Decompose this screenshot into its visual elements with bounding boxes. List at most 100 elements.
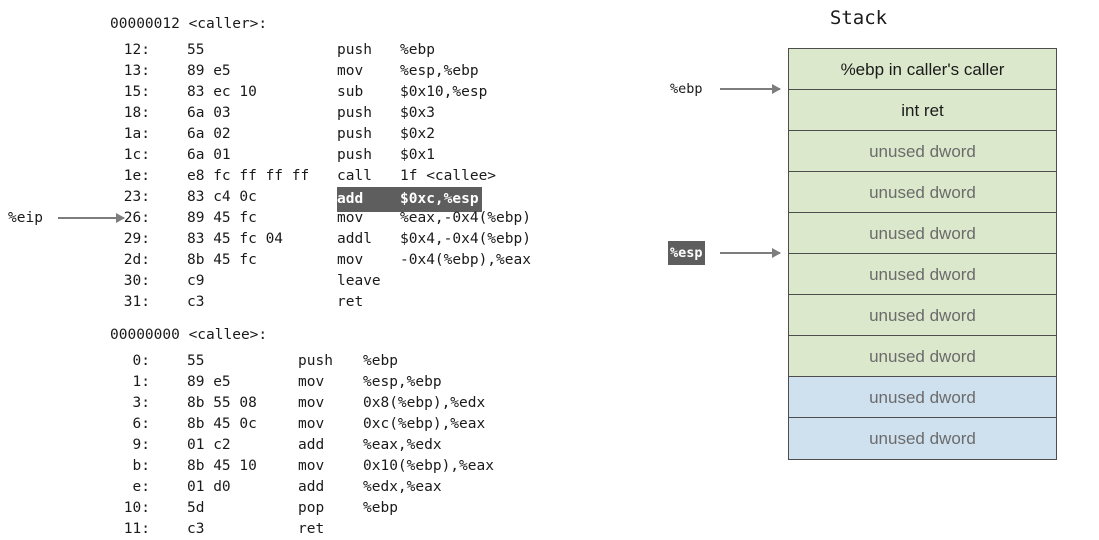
asm-address: 15: <box>123 84 150 100</box>
asm-bytes: c3 <box>187 294 205 310</box>
asm-address: 29: <box>123 231 150 247</box>
stack-cell-label: unused dword <box>869 142 976 161</box>
asm-operands: -0x4(%ebp),%eax <box>400 252 531 268</box>
disassembly-pane: 00000012 <caller>: 12: 55 push %ebp 13: 89 e5 m… <box>0 16 660 537</box>
asm-bytes: 8b 55 08 <box>187 395 257 411</box>
asm-bytes: 55 <box>187 42 205 58</box>
asm-mnemonic: add <box>337 187 400 212</box>
asm-mnemonic: push <box>337 126 372 142</box>
register-label: %ebp <box>670 81 703 97</box>
stack-cell: unused dword <box>789 131 1056 172</box>
asm-address: 9: <box>132 437 150 453</box>
asm-mnemonic: mov <box>298 395 325 411</box>
stack-pane: Stack %ebp in caller's caller int ret unus… <box>660 0 1099 523</box>
asm-bytes: 01 c2 <box>187 437 231 453</box>
asm-operands: %esp,%ebp <box>400 63 479 79</box>
asm-address: 0: <box>132 353 150 369</box>
asm-mnemonic: push <box>298 353 333 369</box>
asm-address: 18: <box>123 105 150 121</box>
stack-title: Stack <box>829 7 888 29</box>
asm-address: 1: <box>132 374 150 390</box>
stack-cell: int ret <box>789 90 1056 131</box>
asm-line: 18: 6a 03 push $0x3 <box>0 103 660 124</box>
stack-cell-label: unused dword <box>869 388 976 407</box>
stack-cell-label: unused dword <box>869 183 976 202</box>
stack-box: %ebp in caller's caller int ret unused dwo… <box>788 48 1057 460</box>
asm-bytes: 8b 45 10 <box>187 458 257 474</box>
asm-address: 1a: <box>123 126 150 142</box>
asm-line: 29: 83 45 fc 04 addl $0x4,-0x4(%ebp) <box>0 229 660 250</box>
asm-mnemonic: mov <box>337 210 364 226</box>
asm-address: 12: <box>123 42 150 58</box>
asm-operands: 0x10(%ebp),%eax <box>363 458 494 474</box>
pointer-arrow <box>720 84 781 94</box>
asm-operands: $0x4,-0x4(%ebp) <box>400 231 531 247</box>
asm-line: b: 8b 45 10 mov 0x10(%ebp),%eax <box>0 456 660 477</box>
stack-cell: unused dword <box>789 213 1056 254</box>
asm-block-header: 00000012 <caller>: <box>110 16 268 32</box>
asm-mnemonic: mov <box>298 416 325 432</box>
asm-address: 13: <box>123 63 150 79</box>
asm-operands: $0x1 <box>400 147 435 163</box>
asm-bytes: 8b 45 0c <box>187 416 257 432</box>
stack-cell: unused dword <box>789 377 1056 418</box>
pointer-arrow <box>720 248 781 258</box>
asm-mnemonic: call <box>337 168 372 184</box>
asm-bytes: 83 45 fc 04 <box>187 231 284 247</box>
asm-mnemonic: add <box>298 479 325 495</box>
asm-operands: %ebp <box>363 353 398 369</box>
asm-bytes: 89 e5 <box>187 374 231 390</box>
stack-cell: unused dword <box>789 336 1056 377</box>
asm-bytes: 6a 03 <box>187 105 231 121</box>
asm-mnemonic: sub <box>337 84 364 100</box>
stack-cell-label: unused dword <box>869 429 976 448</box>
asm-operands: 0x8(%ebp),%edx <box>363 395 486 411</box>
stack-cell: unused dword <box>789 254 1056 295</box>
asm-mnemonic: addl <box>337 231 372 247</box>
asm-bytes: 6a 02 <box>187 126 231 142</box>
asm-mnemonic: push <box>337 147 372 163</box>
asm-address: e: <box>132 479 150 495</box>
stack-cell: %ebp in caller's caller <box>789 49 1056 90</box>
eip-label: %eip <box>8 210 43 226</box>
asm-address: 26: <box>123 210 150 226</box>
asm-bytes: c3 <box>187 521 205 537</box>
stack-cell-label: int ret <box>901 101 944 120</box>
asm-line: 1a: 6a 02 push $0x2 <box>0 124 660 145</box>
asm-mnemonic: mov <box>337 252 364 268</box>
stack-cell-label: unused dword <box>869 306 976 325</box>
stack-cell-label: unused dword <box>869 224 976 243</box>
asm-operands: %eax,%edx <box>363 437 442 453</box>
asm-bytes: 89 45 fc <box>187 210 257 226</box>
asm-address: 23: <box>123 189 150 205</box>
asm-operands: $0x3 <box>400 105 435 121</box>
asm-address: b: <box>132 458 150 474</box>
asm-operands: $0x2 <box>400 126 435 142</box>
asm-mnemonic: mov <box>298 458 325 474</box>
asm-mnemonic: mov <box>337 63 364 79</box>
stack-cell-label: unused dword <box>869 265 976 284</box>
asm-operands: %ebp <box>363 500 398 516</box>
stack-cell: unused dword <box>789 418 1056 459</box>
asm-mnemonic: push <box>337 105 372 121</box>
asm-bytes: e8 fc ff ff ff <box>187 168 310 184</box>
eip-arrow <box>58 213 125 223</box>
asm-bytes: 8b 45 fc <box>187 252 257 268</box>
asm-mnemonic: ret <box>298 521 325 537</box>
asm-mnemonic: mov <box>298 374 325 390</box>
asm-bytes: 83 ec 10 <box>187 84 257 100</box>
asm-address: 11: <box>123 521 150 537</box>
asm-block-header: 00000000 <callee>: <box>110 327 268 343</box>
asm-operands: %edx,%eax <box>363 479 442 495</box>
